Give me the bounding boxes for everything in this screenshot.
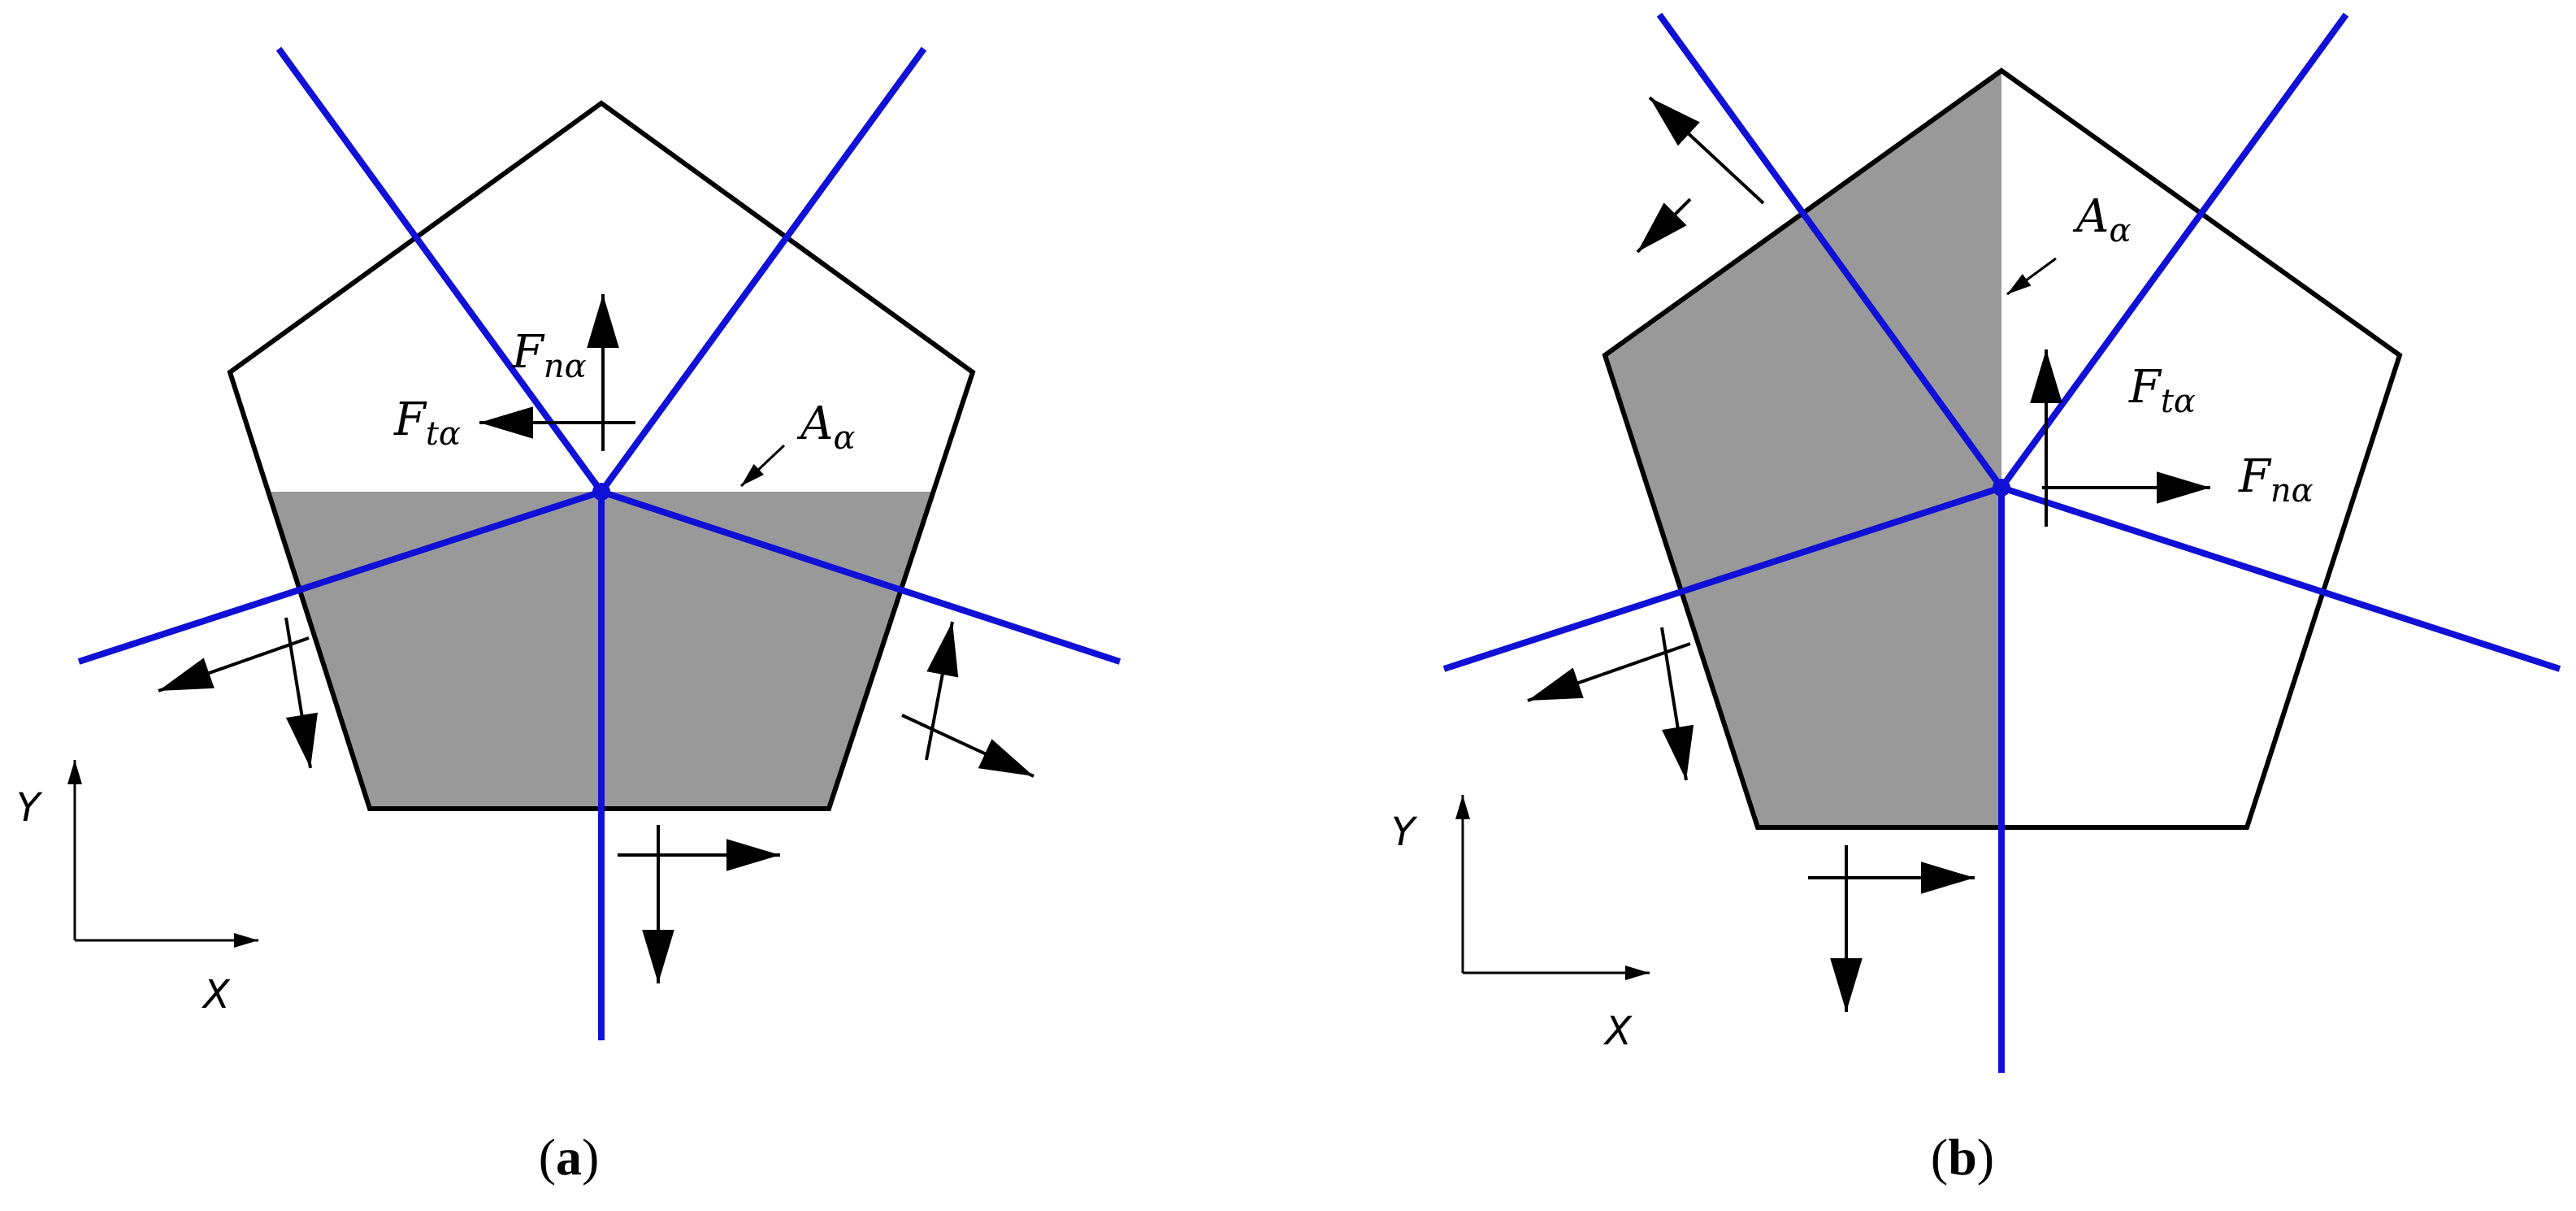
- area-pointer-arrow: [739, 444, 786, 488]
- panel-b: Ftα Fnα Aα Y X (b): [1391, 12, 2561, 1186]
- edge-force-arrows: [158, 617, 1034, 983]
- center-node: [1993, 479, 2010, 497]
- area-pointer-arrow: [2006, 257, 2057, 296]
- label-F-t-alpha: Ftα: [393, 393, 461, 453]
- label-A-alpha: Aα: [796, 397, 855, 457]
- center-force-arrows: [479, 294, 635, 451]
- panel-a: Fnα Ftα Aα Y X (a): [16, 46, 1121, 1186]
- axis-label-y: Y: [1391, 810, 1418, 855]
- label-F-n-alpha: Fnα: [511, 326, 587, 385]
- panel-caption-b: (b): [1931, 1128, 1994, 1186]
- edge-force-arrows: [1527, 96, 1975, 1012]
- axis-label-y: Y: [16, 785, 43, 831]
- panel-caption-a: (a): [539, 1128, 600, 1186]
- center-node: [592, 483, 610, 501]
- axis-label-x: X: [201, 972, 231, 1018]
- axis-label-x: X: [1602, 1009, 1633, 1054]
- label-F-t-alpha: Ftα: [2128, 361, 2196, 420]
- shaded-area-region: [1605, 71, 2001, 827]
- coordinate-axes: [67, 760, 258, 948]
- blue-boundary-lines: [77, 46, 1121, 1040]
- center-force-arrows: [2030, 349, 2210, 527]
- blue-boundary-lines: [1442, 12, 2561, 1073]
- label-A-alpha: Aα: [2072, 190, 2131, 250]
- coordinate-axes: [1455, 795, 1650, 980]
- label-F-n-alpha: Fnα: [2238, 450, 2314, 510]
